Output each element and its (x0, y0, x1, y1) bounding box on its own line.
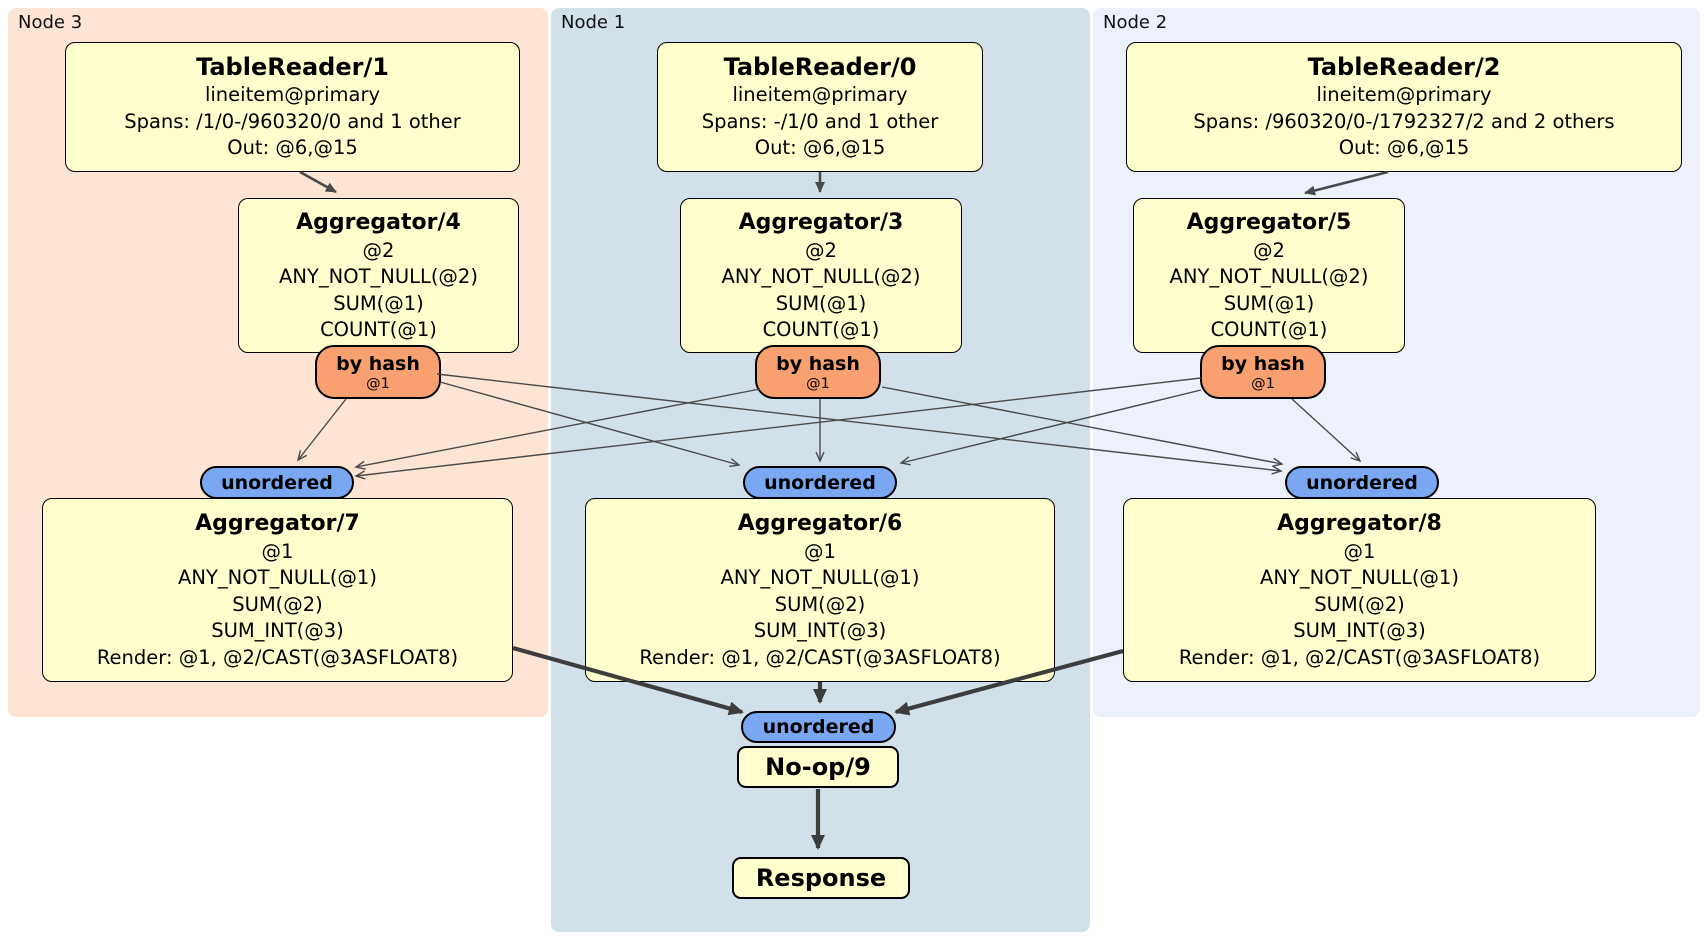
sync-unordered-node1-label: unordered (764, 471, 876, 494)
tablereader-0-out: Out: @6,@15 (754, 136, 886, 160)
aggregator-5-line: COUNT(@1) (1210, 318, 1328, 341)
tablereader-2-out: Out: @6,@15 (1338, 136, 1470, 160)
aggregator-7-line: SUM_INT(@3) (211, 619, 344, 643)
aggregator-8-line: SUM_INT(@3) (1293, 619, 1426, 643)
tablereader-0-spans: Spans: -/1/0 and 1 other (701, 109, 939, 133)
aggregator-7-line: SUM(@2) (232, 592, 323, 616)
response-title: Response (755, 864, 887, 892)
aggregator-6-box: Aggregator/6 @1 ANY_NOT_NULL(@1) SUM(@2)… (585, 498, 1055, 682)
tablereader-0-title: TableReader/0 (723, 53, 917, 82)
sync-unordered-final-label: unordered (762, 716, 875, 738)
tablereader-2-box: TableReader/2 lineitem@primary Spans: /9… (1126, 42, 1682, 172)
tablereader-1-box: TableReader/1 lineitem@primary Spans: /1… (65, 42, 520, 172)
hash-router-3: by hash @1 (755, 345, 881, 399)
aggregator-5-line: SUM(@1) (1223, 291, 1315, 315)
aggregator-7-render: Render: @1, @2/CAST(@3ASFLOAT8) (96, 645, 459, 669)
sync-unordered-node3: unordered (200, 466, 354, 499)
hash-router-5-detail: @1 (1251, 375, 1275, 392)
node2-region-label: Node 2 (1103, 12, 1168, 33)
tablereader-1-spans: Spans: /1/0-/960320/0 and 1 other (124, 109, 461, 133)
tablereader-1-index: lineitem@primary (204, 83, 381, 107)
aggregator-4-line: @2 (362, 238, 395, 262)
noop-9-title: No-op/9 (765, 753, 871, 781)
aggregator-6-render: Render: @1, @2/CAST(@3ASFLOAT8) (639, 645, 1001, 669)
tablereader-2-title: TableReader/2 (1307, 53, 1501, 82)
aggregator-4-line: ANY_NOT_NULL(@2) (279, 265, 478, 288)
aggregator-4-line: SUM(@1) (333, 291, 424, 315)
aggregator-6-line: SUM(@2) (774, 592, 866, 616)
aggregator-5-line: ANY_NOT_NULL(@2) (1169, 265, 1369, 288)
aggregator-4-line: COUNT(@1) (320, 318, 437, 341)
aggregator-8-title: Aggregator/8 (1277, 510, 1442, 536)
sync-unordered-node1: unordered (743, 466, 897, 499)
tablereader-2-spans: Spans: /960320/0-/1792327/2 and 2 others (1193, 109, 1615, 133)
sync-unordered-node2-label: unordered (1306, 471, 1418, 494)
aggregator-8-line: ANY_NOT_NULL(@1) (1260, 566, 1459, 590)
sync-unordered-final: unordered (741, 711, 896, 743)
aggregator-3-line: ANY_NOT_NULL(@2) (721, 265, 921, 288)
aggregator-7-line: @1 (261, 539, 294, 563)
aggregator-7-line: ANY_NOT_NULL(@1) (178, 566, 377, 590)
aggregator-7-box: Aggregator/7 @1 ANY_NOT_NULL(@1) SUM(@2)… (42, 498, 513, 682)
tablereader-0-index: lineitem@primary (732, 83, 908, 107)
hash-router-3-detail: @1 (806, 375, 830, 392)
hash-router-3-label: by hash (776, 352, 860, 375)
aggregator-3-line: COUNT(@1) (762, 318, 880, 341)
hash-router-5: by hash @1 (1200, 345, 1326, 399)
node3-region-label: Node 3 (18, 12, 83, 33)
aggregator-5-title: Aggregator/5 (1186, 209, 1352, 235)
node1-region-label: Node 1 (561, 12, 626, 33)
aggregator-3-box: Aggregator/3 @2 ANY_NOT_NULL(@2) SUM(@1)… (680, 198, 962, 353)
aggregator-8-line: SUM(@2) (1314, 592, 1405, 616)
aggregator-4-box: Aggregator/4 @2 ANY_NOT_NULL(@2) SUM(@1)… (238, 198, 519, 353)
aggregator-6-line: ANY_NOT_NULL(@1) (720, 566, 920, 590)
aggregator-4-title: Aggregator/4 (296, 209, 461, 235)
aggregator-3-line: SUM(@1) (775, 291, 867, 315)
hash-router-4: by hash @1 (315, 345, 441, 399)
aggregator-8-box: Aggregator/8 @1 ANY_NOT_NULL(@1) SUM(@2)… (1123, 498, 1596, 682)
aggregator-3-title: Aggregator/3 (738, 209, 904, 235)
aggregator-6-line: SUM_INT(@3) (753, 619, 887, 643)
aggregator-6-title: Aggregator/6 (737, 510, 903, 536)
sync-unordered-node2: unordered (1285, 466, 1439, 499)
sync-unordered-node3-label: unordered (221, 471, 333, 494)
aggregator-5-box: Aggregator/5 @2 ANY_NOT_NULL(@2) SUM(@1)… (1133, 198, 1405, 353)
aggregator-8-line: @1 (1343, 539, 1376, 563)
aggregator-5-line: @2 (1253, 238, 1285, 262)
response-box: Response (732, 857, 910, 899)
hash-router-4-label: by hash (336, 352, 420, 375)
aggregator-7-title: Aggregator/7 (195, 510, 360, 536)
hash-router-4-detail: @1 (366, 375, 390, 392)
tablereader-0-box: TableReader/0 lineitem@primary Spans: -/… (657, 42, 983, 172)
tablereader-2-index: lineitem@primary (1316, 83, 1492, 107)
noop-9-box: No-op/9 (737, 746, 899, 788)
tablereader-1-out: Out: @6,@15 (227, 136, 358, 160)
aggregator-6-line: @1 (804, 539, 836, 563)
hash-router-5-label: by hash (1221, 352, 1305, 375)
aggregator-3-line: @2 (805, 238, 837, 262)
tablereader-1-title: TableReader/1 (196, 53, 389, 82)
aggregator-8-render: Render: @1, @2/CAST(@3ASFLOAT8) (1178, 645, 1541, 669)
